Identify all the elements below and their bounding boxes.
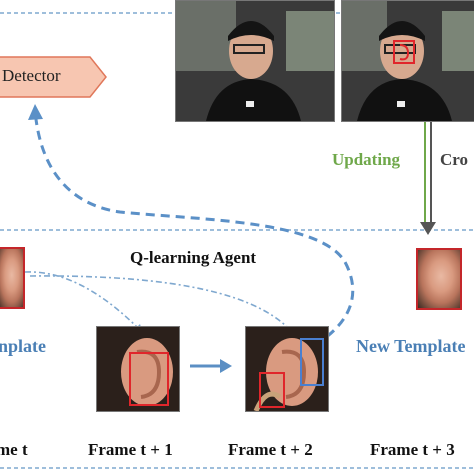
frame-t3-label: Frame t + 3 xyxy=(370,440,455,459)
template-label: nplate xyxy=(0,336,47,356)
dashdot-to-frame2 xyxy=(29,275,293,333)
feedback-arrowhead xyxy=(28,104,43,120)
person-driving-photo-detected-icon xyxy=(342,1,474,121)
new-template-ear-crop xyxy=(416,248,462,310)
driver-photo-1 xyxy=(175,0,335,122)
frame-arrowhead xyxy=(220,359,232,373)
detector-label: Detector xyxy=(2,66,61,85)
frame-t2-label: Frame t + 2 xyxy=(228,440,313,459)
frame-t2-red-box xyxy=(259,372,285,408)
cropping-arrowhead xyxy=(420,222,436,235)
ear-crop-photo-icon xyxy=(97,327,179,411)
driver-photo-2 xyxy=(341,0,474,122)
feedback-dashed-curve xyxy=(33,109,355,347)
frame-t1-image xyxy=(96,326,180,412)
frame-t1-red-box xyxy=(129,352,169,406)
person-driving-photo-icon xyxy=(176,1,334,121)
frame-t-label: me t xyxy=(0,440,28,459)
updating-label: Updating xyxy=(332,150,401,169)
new-template-label: New Template xyxy=(356,336,466,356)
detector-shape xyxy=(0,56,107,98)
ear-crop-photo-icon-2 xyxy=(246,327,328,411)
template-ear-crop xyxy=(0,247,25,309)
dashdot-to-frame1 xyxy=(24,271,141,331)
agent-label: Q-learning Agent xyxy=(130,248,257,267)
cropping-label: Cro xyxy=(440,150,469,169)
frame-t1-label: Frame t + 1 xyxy=(88,440,173,459)
frame-t2-image xyxy=(245,326,329,412)
frame-t2-blue-box xyxy=(300,338,324,386)
